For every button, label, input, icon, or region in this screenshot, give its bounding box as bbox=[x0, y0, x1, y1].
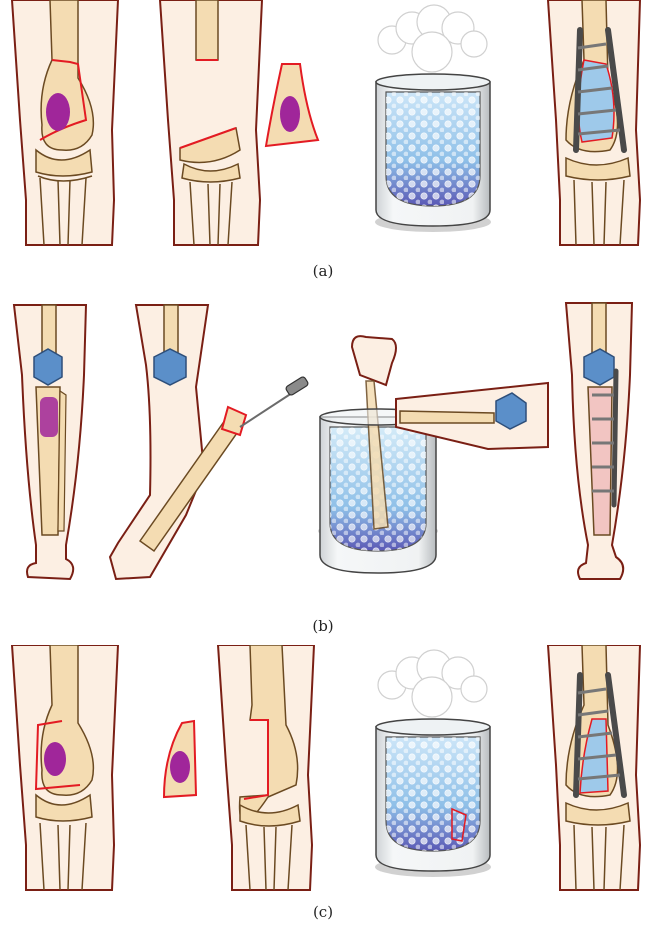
knee-with-tumor bbox=[12, 0, 118, 245]
knee-fixed-with-plate-c bbox=[548, 645, 640, 890]
knee-fixed-with-plate bbox=[548, 0, 640, 245]
panel-a: (a) bbox=[0, 0, 646, 290]
panel-b-illustration bbox=[0, 295, 646, 640]
nitrogen-container-c bbox=[375, 650, 491, 877]
bubble-icon bbox=[386, 737, 480, 851]
panel-b-label: (b) bbox=[0, 617, 646, 635]
bone-saw-icon bbox=[240, 376, 309, 427]
leg-resection bbox=[110, 305, 309, 579]
lower-leg-with-tumor bbox=[14, 305, 86, 579]
cloud-icon bbox=[378, 5, 487, 72]
knee-resected bbox=[160, 0, 262, 245]
panel-c-illustration bbox=[0, 645, 646, 930]
tibia-in-nitrogen bbox=[318, 336, 548, 573]
panel-a-label: (a) bbox=[0, 262, 646, 280]
excised-fragment bbox=[266, 64, 318, 146]
tumor-mark bbox=[44, 742, 66, 776]
cloud-icon bbox=[378, 650, 487, 717]
knee-resected-c bbox=[218, 645, 314, 890]
tumor-mark bbox=[46, 93, 70, 131]
panel-b: (b) bbox=[0, 295, 646, 640]
panel-c: (c) bbox=[0, 645, 646, 930]
bubble-icon bbox=[386, 92, 480, 206]
panel-a-illustration bbox=[0, 0, 646, 290]
lower-leg-fixed-with-plate bbox=[566, 303, 632, 579]
excised-fragment-c bbox=[164, 721, 196, 797]
panel-c-label: (c) bbox=[0, 903, 646, 921]
nitrogen-container bbox=[375, 5, 491, 232]
knee-with-tumor-c bbox=[12, 645, 118, 890]
tumor-mark bbox=[40, 397, 58, 437]
